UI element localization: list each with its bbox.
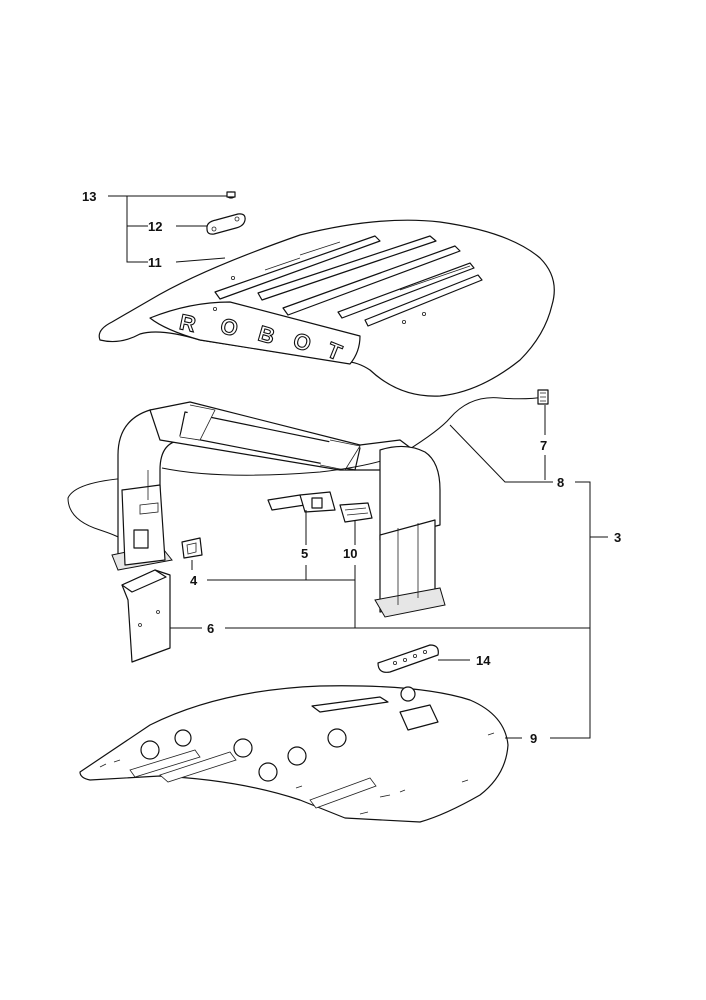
callout-5: 5	[301, 546, 308, 561]
part-11-top-cover: R O B O T	[98, 219, 555, 397]
callout-7: 7	[540, 438, 547, 453]
callout-labels: 13 12 11 7 8 3 5 10 4 6 14 9	[82, 189, 621, 746]
callout-10: 10	[343, 546, 357, 561]
leader-lines	[108, 195, 608, 739]
part-4-clip	[181, 537, 203, 559]
part-12-slotted-plate	[206, 213, 246, 235]
callout-9: 9	[530, 731, 537, 746]
logo-letter-2: O	[218, 313, 241, 341]
cover-ribs	[214, 235, 483, 327]
part-9-base-plate	[79, 685, 509, 823]
part-6-side-panel	[121, 569, 171, 663]
part-7-connector	[537, 389, 549, 405]
callout-12: 12	[148, 219, 162, 234]
logo-letter-3: B	[256, 321, 278, 349]
part-3-handle-frame	[67, 396, 546, 618]
callout-14: 14	[476, 653, 491, 668]
part-5-switch-bracket	[267, 491, 336, 513]
callout-3: 3	[614, 530, 621, 545]
part-10-wiring-harness	[339, 502, 373, 523]
part-14-small-plate	[377, 644, 439, 673]
callout-8: 8	[557, 475, 564, 490]
callout-13: 13	[82, 189, 96, 204]
part-13-nut	[226, 191, 236, 199]
callout-6: 6	[207, 621, 214, 636]
callout-4: 4	[190, 573, 198, 588]
callout-11: 11	[148, 255, 162, 270]
logo-letter-1: R	[177, 309, 198, 337]
